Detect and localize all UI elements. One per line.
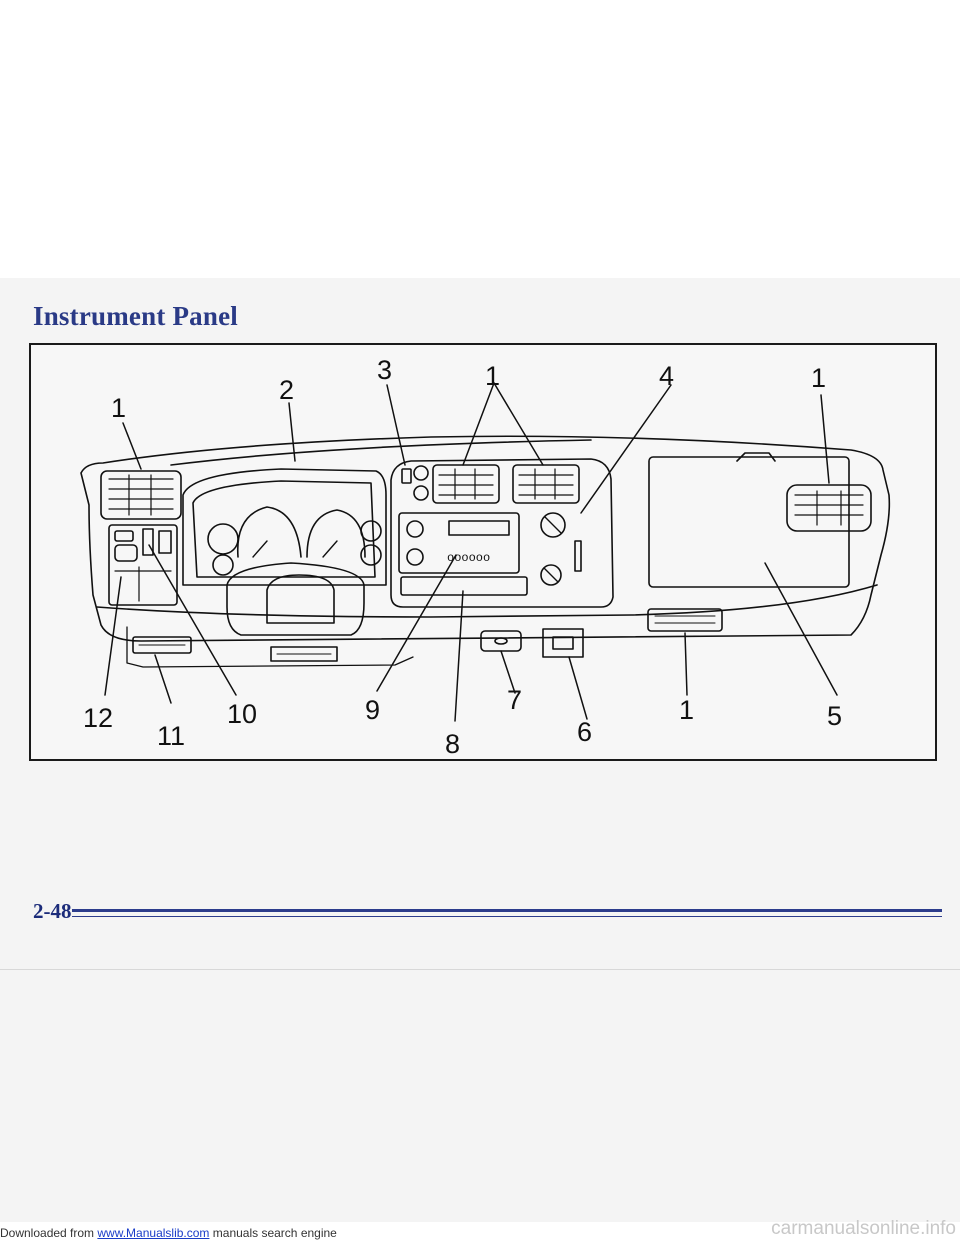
climate-knob-top: [540, 512, 566, 538]
callout-6: 6: [577, 717, 592, 747]
page-title: Instrument Panel: [33, 301, 238, 331]
power-outlet-cover: [552, 636, 574, 650]
lower-vent-center: [270, 646, 338, 662]
callout-3: 3: [377, 355, 392, 385]
climate-knob-bottom: [540, 564, 562, 586]
callout-5: 5: [827, 701, 842, 731]
glove-box: [648, 456, 850, 588]
volt-gauge: [360, 544, 382, 566]
scan-divider: [0, 969, 960, 970]
center-knob-b: [413, 485, 429, 501]
speedometer: [236, 506, 302, 558]
callout-4: 4: [659, 361, 674, 391]
center-vent-right-louvers: [518, 468, 574, 500]
callout-7: 7: [507, 685, 522, 715]
audio-knob-bottom: [406, 548, 424, 566]
callout-11: 11: [157, 721, 185, 751]
switch-b: [114, 544, 138, 562]
callout-1-left-vent: 1: [111, 393, 126, 423]
center-knob-a: [413, 465, 429, 481]
oil-gauge: [360, 520, 382, 542]
switch-c: [142, 528, 154, 556]
audio-system: [398, 512, 520, 574]
left-air-vent-louvers: [108, 474, 174, 516]
dash-lower-edge: [96, 584, 878, 618]
left-switch-bank: [108, 524, 178, 606]
steering-column-opening: [226, 562, 365, 636]
glove-box-latch: [736, 452, 776, 462]
callout-1-right-vent: 1: [811, 363, 826, 393]
page-rule-thick: [72, 909, 942, 912]
tachometer: [306, 509, 366, 558]
dash-top-edge: [170, 439, 592, 466]
audio-preset-buttons: oooooo: [447, 551, 490, 565]
ashtray: [480, 630, 522, 652]
cluster-lens: [192, 480, 376, 578]
instrument-cluster-bezel: [182, 468, 387, 586]
temp-gauge: [212, 554, 234, 576]
climate-slider: [574, 540, 582, 572]
center-vent-left-louvers: [438, 468, 494, 500]
page-number: 2-48: [33, 899, 72, 923]
right-air-vent-louvers: [794, 490, 864, 526]
knee-bolster: [126, 626, 414, 668]
callout-1-center-vents: 1: [485, 361, 500, 391]
callout-9: 9: [365, 695, 380, 725]
page-rule-thin: [72, 916, 942, 917]
switch-d: [158, 530, 172, 554]
power-outlet: [542, 628, 584, 658]
callout-1-lower-vent: 1: [679, 695, 694, 725]
tape-slot: [400, 576, 528, 596]
instrument-panel-figure: oooooo: [29, 343, 937, 761]
leader-lines: [104, 382, 838, 722]
ashtray-pull: [494, 637, 508, 645]
switch-a: [114, 530, 134, 542]
manualslib-link[interactable]: www.Manualslib.com: [97, 1226, 210, 1240]
callout-12: 12: [83, 703, 113, 733]
download-footer: Downloaded from www.Manualslib.com manua…: [0, 1224, 337, 1242]
dash-outline: [80, 435, 891, 642]
instrument-panel-diagram: oooooo: [80, 355, 891, 759]
watermark: carmanualsonline.info: [771, 1218, 956, 1239]
center-vent-right: [512, 464, 580, 504]
right-air-vent: [786, 484, 872, 532]
callout-2: 2: [279, 375, 294, 405]
hazard-switch: [401, 468, 412, 484]
fuel-gauge: [207, 523, 239, 555]
footer-prefix: Downloaded from: [0, 1226, 98, 1240]
footer-suffix: manuals search engine: [209, 1226, 337, 1240]
callout-8: 8: [445, 729, 460, 759]
callout-10: 10: [227, 699, 257, 729]
left-air-vent: [100, 470, 182, 520]
lower-vent-left: [132, 636, 192, 654]
lower-vent-right: [647, 608, 723, 632]
steering-column: [266, 574, 335, 624]
center-vent-left: [432, 464, 500, 504]
audio-knob-top: [406, 520, 424, 538]
audio-display: [448, 520, 510, 536]
